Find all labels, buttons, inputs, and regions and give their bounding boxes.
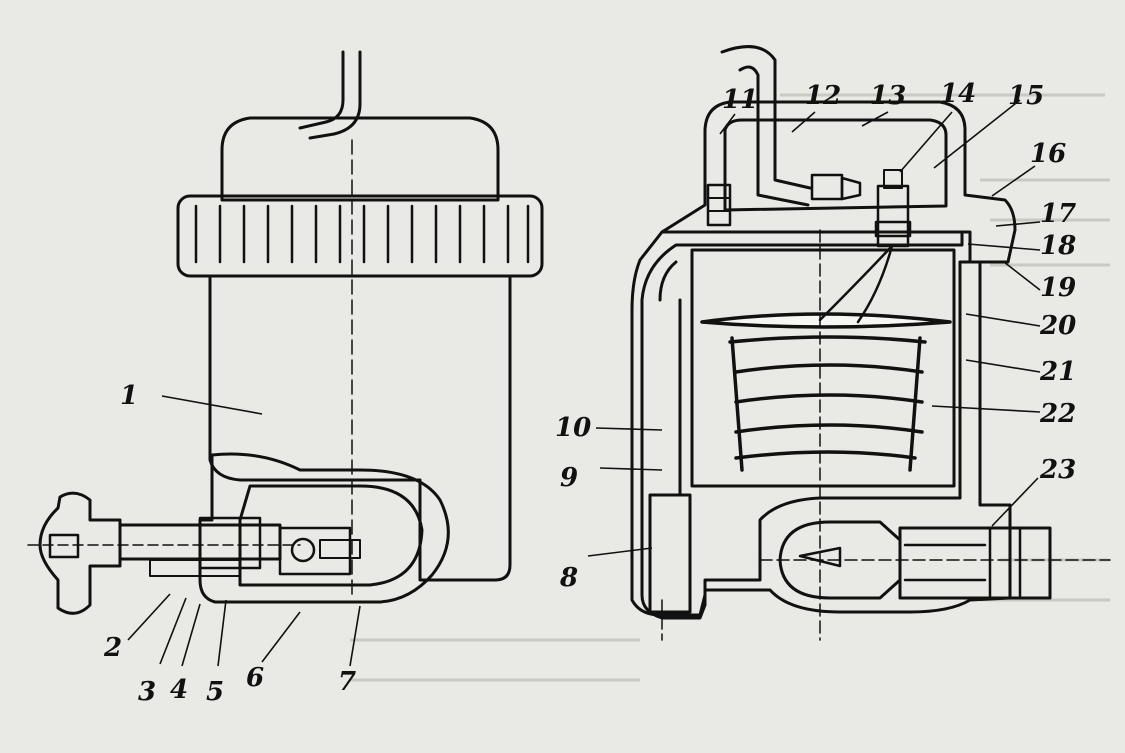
- filter-coil: [700, 312, 952, 472]
- callout-1: 1: [120, 381, 138, 411]
- right-view-section: [630, 45, 1111, 641]
- callout-20: 20: [1039, 311, 1076, 341]
- callout-23: 23: [1039, 455, 1076, 485]
- callout-2: 2: [103, 633, 122, 663]
- callout-18: 18: [1040, 231, 1076, 261]
- transparent-bowl: [208, 274, 512, 582]
- housing-wall-section: [630, 230, 1012, 620]
- union-nut: [898, 526, 1052, 600]
- callout-14: 14: [940, 79, 976, 109]
- filter-housing-section: [198, 452, 450, 604]
- knurled-nut: [176, 194, 544, 278]
- callout-13: 13: [870, 81, 906, 111]
- nut-ribs: [194, 204, 530, 264]
- callout-21: 21: [1039, 357, 1076, 387]
- callout-10: 10: [555, 413, 591, 443]
- callout-labels: 1 2 3 4 5 6 7 8 9 10 11 12 13 14 15 16 1…: [103, 79, 1076, 707]
- callout-15: 15: [1008, 81, 1044, 111]
- background-print-lines: [350, 93, 1110, 682]
- callout-5: 5: [206, 677, 224, 707]
- callout-3: 3: [138, 677, 156, 707]
- callout-12: 12: [805, 81, 841, 111]
- callout-8: 8: [559, 563, 578, 593]
- callout-11: 11: [722, 85, 758, 115]
- left-view-exterior: [27, 50, 544, 615]
- callout-9: 9: [560, 463, 578, 493]
- leader-lines: [127, 99, 1041, 667]
- cover-section: [660, 100, 1017, 264]
- callout-7: 7: [338, 667, 356, 697]
- callout-16: 16: [1030, 139, 1066, 169]
- callout-4: 4: [170, 675, 188, 705]
- callout-22: 22: [1039, 399, 1076, 429]
- handwheel: [38, 491, 122, 615]
- callout-17: 17: [1040, 199, 1076, 229]
- callout-6: 6: [246, 663, 264, 693]
- callout-19: 19: [1040, 273, 1076, 303]
